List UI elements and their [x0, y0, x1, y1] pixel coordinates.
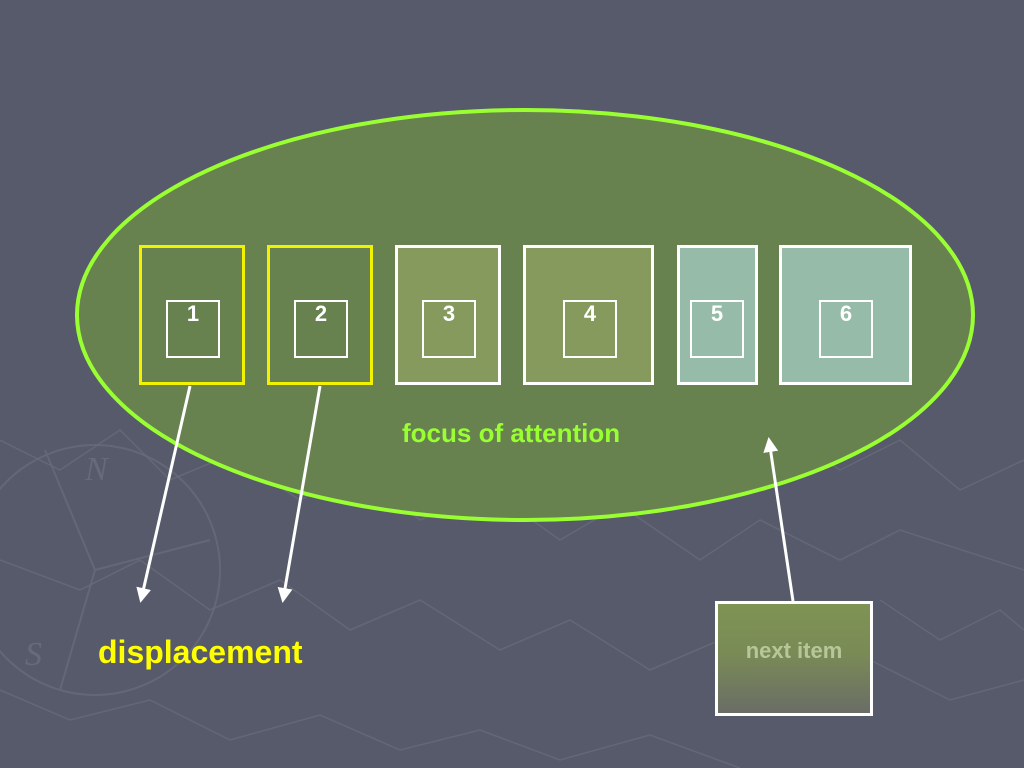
item-box-6: 6: [779, 245, 912, 385]
next-item-box: next item: [715, 601, 873, 716]
item-number: 1: [166, 300, 220, 358]
item-box-1: 1: [139, 245, 245, 385]
compass-rose-decoration: N S: [0, 444, 221, 696]
item-number: 6: [819, 300, 873, 358]
item-box-4: 4: [523, 245, 654, 385]
item-number: 2: [294, 300, 348, 358]
displacement-arrow-1: [136, 385, 192, 603]
item-box-5: 5: [677, 245, 758, 385]
item-number: 3: [422, 300, 476, 358]
item-number: 5: [690, 300, 744, 358]
item-number: 4: [563, 300, 617, 358]
next-item-label: next item: [745, 638, 843, 663]
svg-text:N: N: [84, 451, 110, 488]
item-box-2: 2: [267, 245, 373, 385]
displacement-arrow-2: [277, 385, 322, 603]
next-item-arrow: [763, 437, 795, 602]
item-box-3: 3: [395, 245, 501, 385]
displacement-label: displacement: [98, 634, 303, 670]
svg-text:S: S: [25, 636, 42, 673]
focus-of-attention-label: focus of attention: [402, 418, 621, 448]
